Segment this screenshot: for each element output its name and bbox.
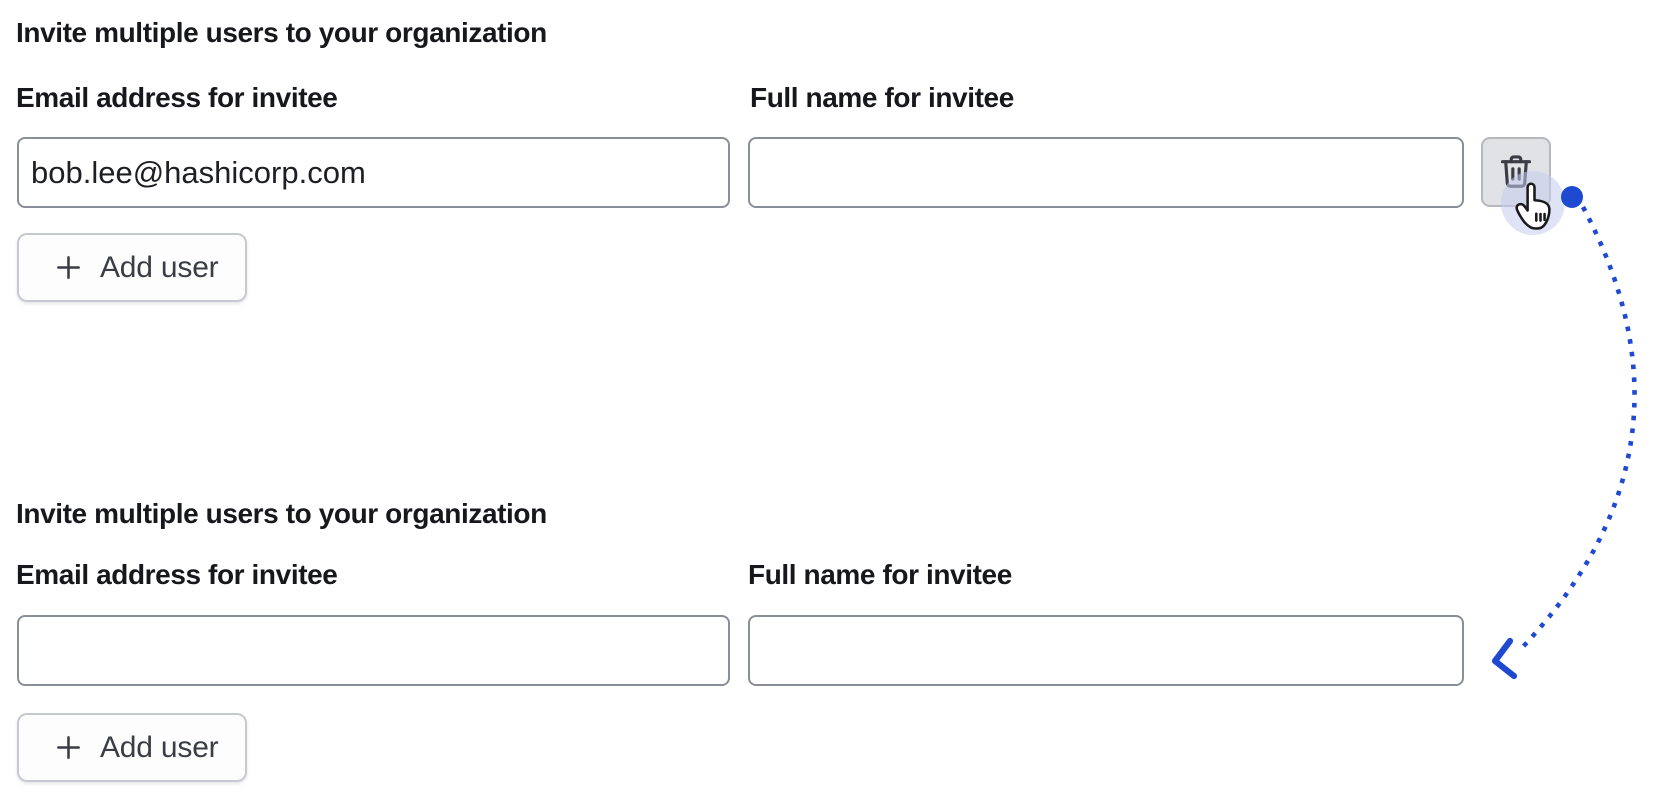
form-heading: Invite multiple users to your organizati… [16, 498, 547, 529]
arrow-dotted-path [1516, 205, 1637, 654]
add-user-label: Add user [100, 730, 219, 764]
click-highlight [1501, 171, 1565, 235]
email-input[interactable] [17, 137, 730, 208]
plus-icon [57, 736, 80, 759]
add-user-button[interactable]: Add user [17, 233, 247, 302]
full-name-input[interactable] [748, 615, 1464, 686]
full-name-input[interactable] [748, 137, 1464, 208]
email-label: Email address for invitee [16, 559, 338, 590]
full-name-label: Full name for invitee [748, 559, 1012, 590]
add-user-label: Add user [100, 250, 219, 284]
plus-icon [57, 256, 80, 279]
add-user-button[interactable]: Add user [17, 713, 247, 782]
form-heading: Invite multiple users to your organizati… [16, 17, 547, 48]
email-label: Email address for invitee [16, 82, 338, 113]
full-name-label: Full name for invitee [750, 82, 1014, 113]
email-input[interactable] [17, 615, 730, 686]
arrow-head [1491, 637, 1518, 680]
